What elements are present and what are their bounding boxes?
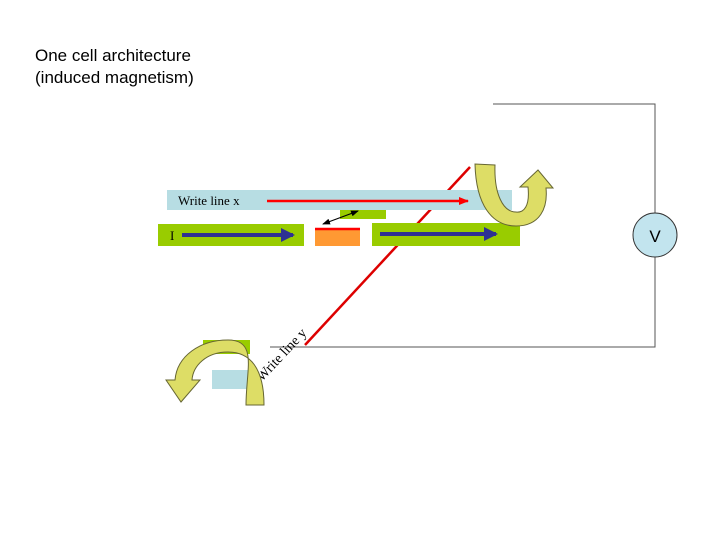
write-line-y-label: Write line y xyxy=(254,326,310,385)
title-line-1: One cell architecture xyxy=(35,46,191,65)
magnetization-double-arrow xyxy=(322,210,359,225)
voltmeter-label: V xyxy=(649,227,661,246)
curved-arrow-up-icon xyxy=(474,163,555,227)
curved-arrow-down-icon xyxy=(165,339,265,406)
write-line-x-label: Write line x xyxy=(178,193,240,208)
current-label: I xyxy=(170,228,174,243)
title-line-2: (induced magnetism) xyxy=(35,68,194,87)
top-green-layer xyxy=(340,210,386,219)
diagram-title: One cell architecture (induced magnetism… xyxy=(35,45,194,89)
voltmeter-icon: V xyxy=(632,212,678,258)
free-layer xyxy=(315,230,360,246)
bottom-write-line-bar xyxy=(212,370,254,389)
